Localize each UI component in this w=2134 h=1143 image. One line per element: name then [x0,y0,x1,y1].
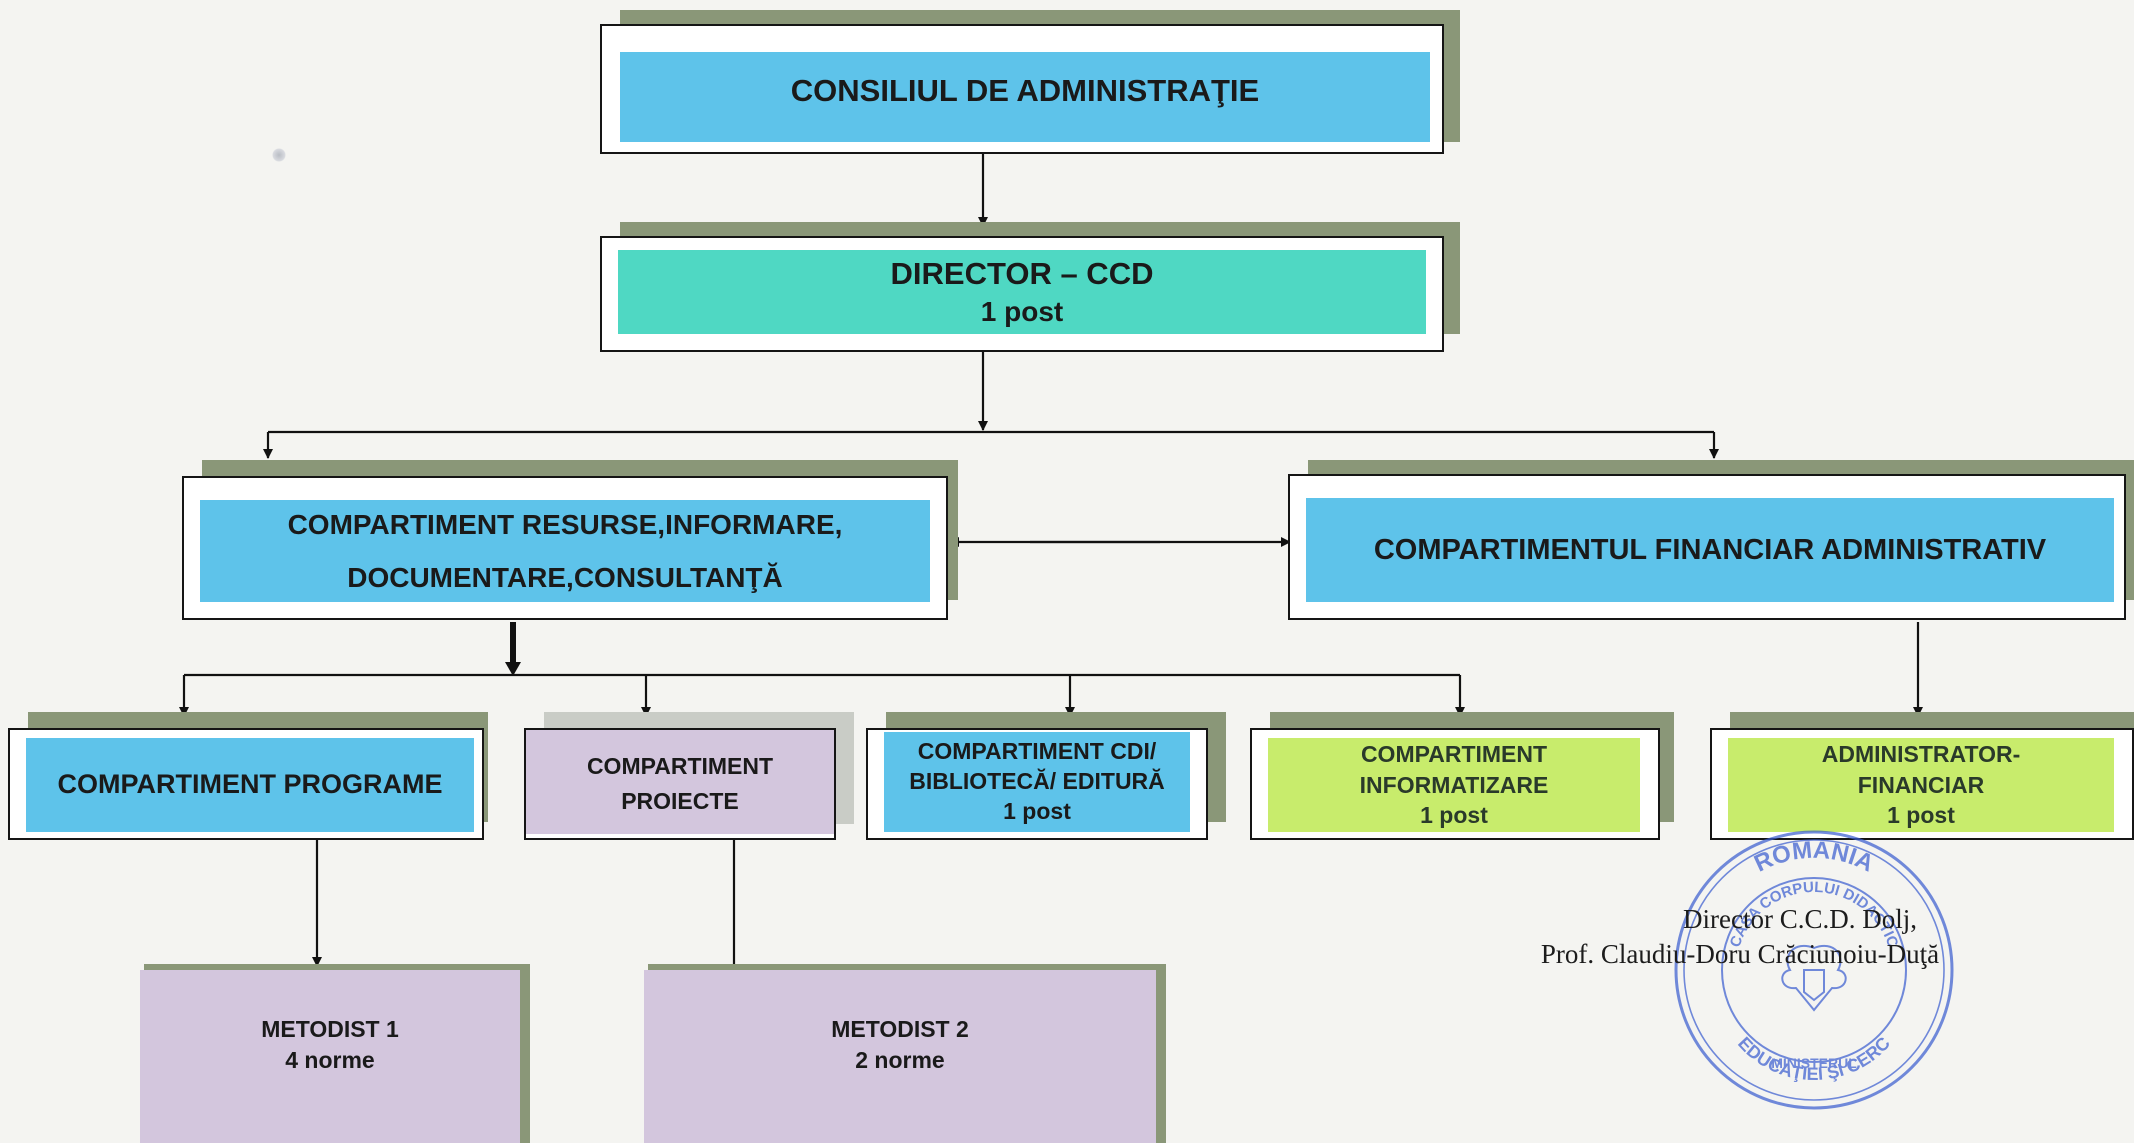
metodist1-node: METODIST 1 4 norme [138,964,530,1143]
metodist1-title: METODIST 1 [261,1016,399,1042]
resources-line1: COMPARTIMENT RESURSE,INFORMARE, [287,508,843,540]
signature-line1: Director C.C.D. Dolj, [1683,904,1917,934]
it-posts: 1 post [1420,802,1488,829]
it-node: COMPARTIMENT INFORMATIZARE 1 post [1250,712,1674,840]
it-line1: COMPARTIMENT [1360,741,1548,768]
projects-node: COMPARTIMENT PROIECTE [524,712,854,840]
finance-node: COMPARTIMENTUL FINANCIAR ADMINISTRATIV [1288,460,2134,620]
resources-line2: DOCUMENTARE,CONSULTANŢĂ [347,562,783,593]
metodist2-node: METODIST 2 2 norme [642,964,1166,1143]
admin-line1: ADMINISTRATOR- [1821,741,2021,768]
director-title: DIRECTOR – CCD [890,256,1154,292]
projects-line2: PROIECTE [621,787,739,814]
programs-title: COMPARTIMENT PROGRAME [57,769,443,800]
resources-node: COMPARTIMENT RESURSE,INFORMARE, DOCUMENT… [182,460,958,620]
director-node: DIRECTOR – CCD 1 post [600,222,1460,352]
stamp-side: MINISTERUL [1771,1055,1857,1071]
signature-line2: Prof. Claudiu-Doru Crăciunoiu-Duţă [1540,938,1940,969]
coat-of-arms-icon [1781,945,1847,1012]
cdi-posts: 1 post [1003,797,1071,824]
board-node: CONSILIUL DE ADMINISTRAŢIE [600,10,1460,154]
admin-posts: 1 post [1887,802,1955,829]
board-title: CONSILIUL DE ADMINISTRAŢIE [790,73,1260,108]
metodist2-title: METODIST 2 [831,1016,969,1042]
scan-speck [272,148,286,162]
official-stamp: ROMANIA EDUCAŢIEI ŞI CERC CASA CORPULUI … [1674,830,1954,1110]
cdi-line2: BIBLIOTECĂ/ EDITURĂ [909,768,1165,795]
metodist2-norms: 2 norme [855,1047,945,1074]
cdi-line1: COMPARTIMENT CDI/ [917,738,1157,765]
cdi-node: COMPARTIMENT CDI/ BIBLIOTECĂ/ EDITURĂ 1 … [866,712,1226,840]
projects-line1: COMPARTIMENT [586,753,774,779]
admin-node: ADMINISTRATOR- FINANCIAR 1 post [1710,712,2134,840]
admin-line2: FINANCIAR [1857,771,1985,798]
signature-block: Director C.C.D. Dolj, Prof. Claudiu-Doru… [1480,902,2000,971]
finance-title: COMPARTIMENTUL FINANCIAR ADMINISTRATIV [1373,533,2047,566]
programs-node: COMPARTIMENT PROGRAME [8,712,488,840]
it-line2: INFORMATIZARE [1359,771,1549,798]
svg-text:ROMANIA: ROMANIA [1750,837,1878,878]
stamp-outer-top: ROMANIA [1750,837,1878,878]
metodist1-norms: 4 norme [285,1047,375,1074]
director-posts: 1 post [980,295,1064,327]
